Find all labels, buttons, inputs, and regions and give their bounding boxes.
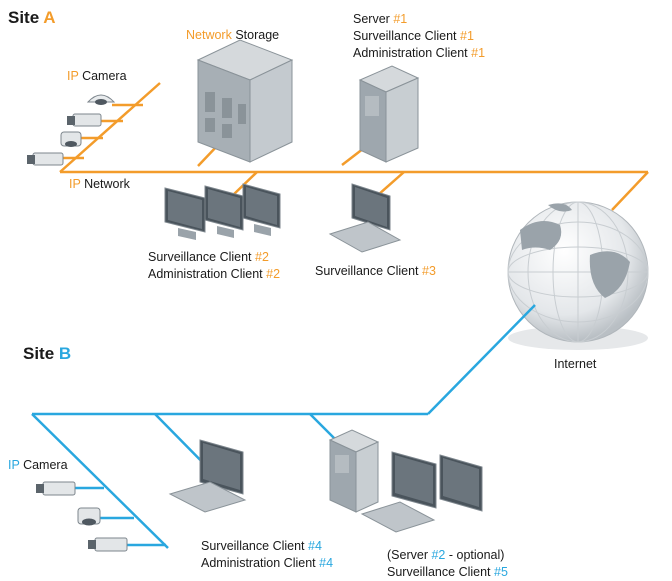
client-2-label-line-1: Surveillance Client #2 [148, 250, 269, 265]
administration-client-1-num: #1 [471, 46, 486, 60]
surveillance-client-5-num: #5 [494, 565, 508, 579]
site-b-camera-bullet-1 [36, 481, 76, 496]
site-a-ip-camera-rest: Camera [82, 69, 127, 83]
network-storage-accent: Network [186, 28, 232, 42]
site-a-ip-camera-accent: IP [67, 69, 79, 83]
surveillance-client-3-text: Surveillance Client [315, 264, 419, 278]
server-1-label-num: #1 [393, 12, 408, 26]
server-2-optional: - optional) [448, 548, 505, 562]
client-5-label-line-1: (Server #2 - optional) [387, 548, 504, 563]
surveillance-client-2-num: #2 [255, 250, 269, 264]
server-1-label-line-1: Server #1 [353, 12, 407, 27]
site-b-title-letter: B [58, 344, 72, 363]
site-b-ip-camera-rest: Camera [23, 458, 68, 472]
administration-client-4-num: #4 [319, 556, 334, 570]
internet-globe-icon [507, 201, 649, 350]
surveillance-client-2-text: Surveillance Client [148, 250, 252, 264]
network-storage-icon [196, 39, 294, 163]
site-b-network-lines [31, 304, 536, 549]
client-5-label-line-2: Surveillance Client #5 [387, 565, 508, 580]
server-1-label-text: Server [353, 12, 390, 26]
client-3-workstation [328, 183, 402, 253]
client-3-label: Surveillance Client #3 [315, 264, 436, 279]
surveillance-client-4-num: #4 [308, 539, 322, 553]
ip-network-accent: IP [69, 177, 81, 191]
network-storage-label: Network Storage [186, 28, 279, 43]
site-a-title-letter: A [43, 8, 56, 27]
site-a-camera-dome-2 [60, 131, 82, 147]
client-2-label-line-2: Administration Client #2 [148, 267, 280, 282]
ip-network-rest: Network [84, 177, 130, 191]
administration-client-4-text: Administration Client [201, 556, 316, 570]
surveillance-client-1-text: Surveillance Client [353, 29, 457, 43]
client-4-workstation [168, 439, 247, 513]
site-b-camera-dome [77, 507, 101, 526]
surveillance-client-4-text: Surveillance Client [201, 539, 305, 553]
site-a-title-prefix: Site [8, 8, 40, 27]
ip-network-label: IP Network [69, 177, 130, 192]
client-2-monitors [164, 183, 281, 240]
server-1-label-line-3: Administration Client #1 [353, 46, 485, 61]
site-a-camera-dome [86, 94, 116, 105]
surveillance-client-1-num: #1 [460, 29, 474, 43]
network-storage-rest: Storage [235, 28, 280, 42]
site-a-ip-camera-label: IP Camera [67, 69, 127, 84]
site-b-title-prefix: Site [23, 344, 55, 363]
client-5-workstation [328, 429, 483, 533]
client-4-label-line-1: Surveillance Client #4 [201, 539, 322, 554]
client-4-label-line-2: Administration Client #4 [201, 556, 333, 571]
server-2-text: (Server [387, 548, 428, 562]
site-a-network-lines [59, 82, 649, 211]
site-b-camera-bullet-2 [88, 537, 128, 552]
administration-client-1-text: Administration Client [353, 46, 468, 60]
site-b-title: Site B [23, 344, 71, 364]
surveillance-client-3-num: #3 [422, 264, 436, 278]
site-b-ip-camera-label: IP Camera [8, 458, 68, 473]
site-a-camera-bullet-2 [27, 152, 64, 166]
site-b-ip-camera-accent: IP [8, 458, 20, 472]
server-1-label-line-2: Surveillance Client #1 [353, 29, 474, 44]
administration-client-2-text: Administration Client [148, 267, 263, 281]
surveillance-client-5-text: Surveillance Client [387, 565, 491, 579]
site-a-camera-bullet-1 [67, 113, 102, 127]
server-2-num: #2 [431, 548, 446, 562]
administration-client-2-num: #2 [266, 267, 281, 281]
server-1-icon [358, 65, 420, 163]
internet-label: Internet [554, 357, 597, 371]
site-a-title: Site A [8, 8, 56, 28]
